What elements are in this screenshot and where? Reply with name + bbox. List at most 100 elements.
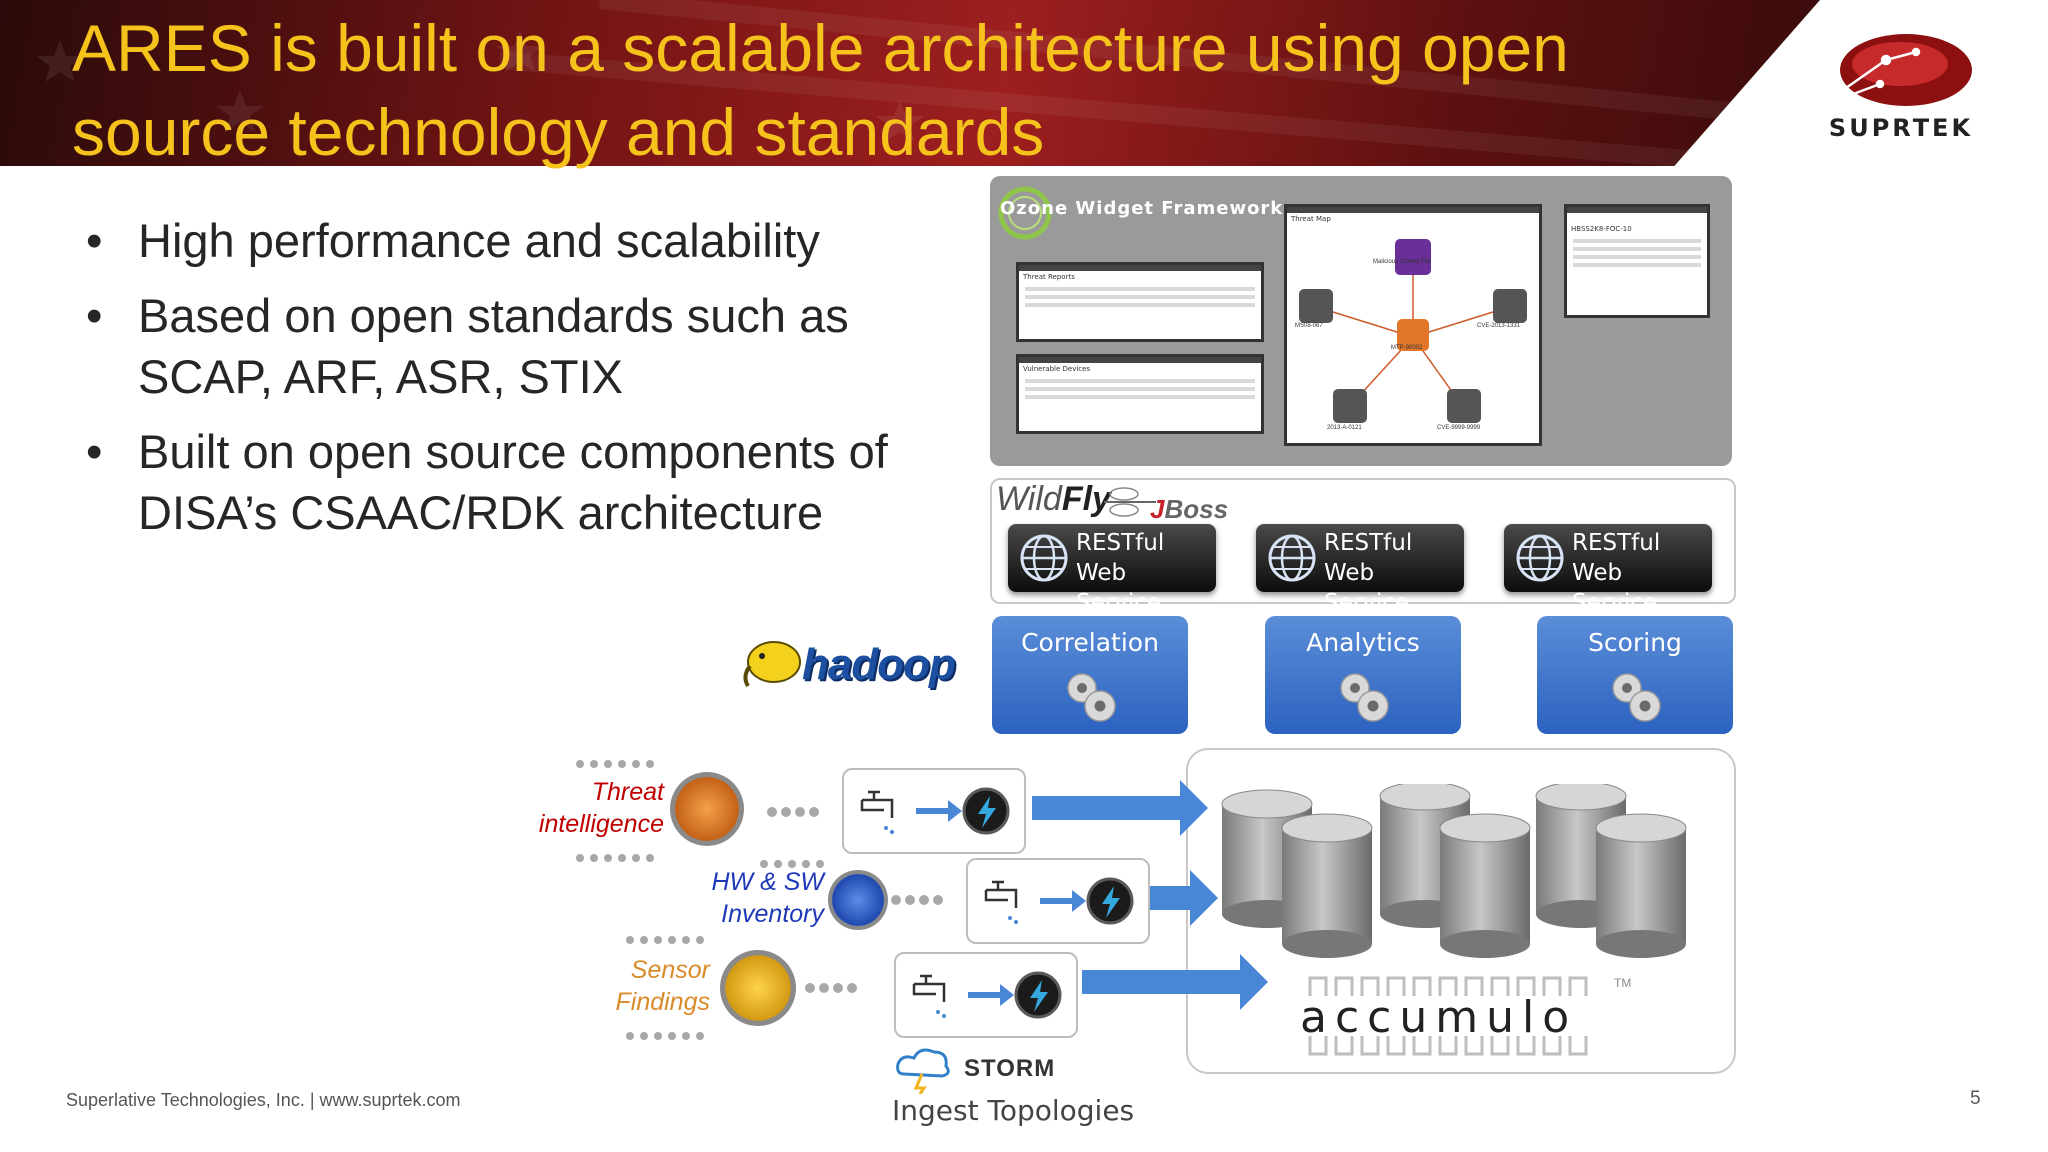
- widget-row: [1573, 255, 1701, 259]
- service-label: Analytics: [1306, 628, 1420, 657]
- globe-icon: [1020, 534, 1068, 582]
- analytics-service: Analytics: [1265, 616, 1461, 734]
- exploit-node-id: 2013-A-0121: [1327, 425, 1362, 431]
- inventory-source-flow: [760, 860, 943, 905]
- jboss-logo-j: J: [1150, 494, 1165, 524]
- gears-icon: [1067, 673, 1116, 722]
- slide-title-line-2: source technology and standards: [72, 95, 1045, 169]
- device-detail-widget: HBSS2K8-FOC-10: [1564, 204, 1710, 318]
- bullet-text: Based on open standards such as SCAP, AR…: [138, 289, 849, 403]
- storm-topology-2: [966, 858, 1150, 944]
- storm-cloud-icon: [896, 1048, 950, 1094]
- wildfly-dragonfly-icon: [1104, 487, 1156, 517]
- restful-label-line-2: Web Service: [1324, 560, 1410, 616]
- threat-source-flow: [576, 760, 819, 862]
- restful-label-line-2: Web Service: [1572, 560, 1658, 616]
- storm-topology-1: [842, 768, 1026, 854]
- bullet-dot-icon: •: [86, 289, 103, 342]
- gears-icon: [1340, 673, 1389, 722]
- wildfly-logo: WildFly: [996, 480, 1111, 519]
- owf-title: Ozone Widget Framework: [1000, 198, 1284, 219]
- flag-stars-decoration: [36, 0, 1820, 166]
- exploit-target-node: [1333, 389, 1367, 423]
- sensor-data-ball-icon: [720, 950, 796, 1026]
- accumulo-frame-decoration: [1308, 976, 1588, 1056]
- spout-to-bolt-icon: [984, 877, 1134, 925]
- ingest-topologies-caption: Ingest Topologies: [892, 1094, 1135, 1127]
- service-label: Scoring: [1588, 628, 1682, 657]
- title-banner-flag: [0, 0, 1820, 166]
- bullet-text: Built on open source components of DISA’…: [138, 425, 888, 539]
- bullet-item: • High performance and scalability: [86, 210, 986, 271]
- threat-reports-widget: Threat Reports: [1016, 262, 1264, 342]
- restful-label-line-1: RESTful: [1572, 530, 1661, 556]
- source-label-line: Inventory: [721, 900, 824, 928]
- arrow-icon: [1148, 870, 1218, 926]
- widget-titlebar: [1567, 207, 1707, 213]
- widget-row: [1025, 387, 1255, 391]
- database-icon: [1595, 813, 1687, 958]
- accumulo-logo-text: accumulo: [1300, 992, 1578, 1043]
- source-label-line: Findings: [615, 988, 711, 1016]
- widget-row: [1573, 239, 1701, 243]
- ttp-node-label: Malicious Crafted File: [1373, 259, 1431, 265]
- service-label: Correlation: [1021, 628, 1159, 657]
- globe-icon: [1516, 534, 1564, 582]
- widget-titlebar: [1287, 207, 1539, 213]
- widget-title: Threat Map: [1291, 215, 1331, 223]
- slide-title-line-1: ARES is built on a scalable architecture…: [72, 11, 1569, 85]
- database-icon: [1439, 813, 1531, 958]
- widget-row: [1025, 395, 1255, 399]
- bullet-item: • Based on open standards such as SCAP, A…: [86, 285, 986, 407]
- widget-row: [1025, 287, 1255, 291]
- restful-label-line-1: RESTful: [1076, 530, 1165, 556]
- exploit-target-node: [1447, 389, 1481, 423]
- database-icon: [1281, 813, 1373, 958]
- gears-icon: [1612, 673, 1661, 722]
- accumulo-trademark: TM: [1614, 976, 1632, 990]
- globe-icon: [1268, 534, 1316, 582]
- threat-data-ball-icon: [670, 772, 744, 846]
- owf-ring-icon: [998, 186, 1052, 240]
- footer-text: Superlative Technologies, Inc. | www.sup…: [66, 1090, 461, 1110]
- suprtek-logo-text: SUPRTEK: [1828, 114, 1974, 142]
- widget-title: Vulnerable Devices: [1023, 365, 1091, 373]
- widget-row: [1025, 379, 1255, 383]
- spout-to-bolt-icon: [860, 787, 1010, 835]
- arrow-icon: [1032, 780, 1208, 836]
- threat-map-widget: Threat Map Malicious Crafted File MTP-90…: [1284, 204, 1542, 446]
- jboss-logo-rest: Boss: [1164, 494, 1229, 524]
- bullet-dot-icon: •: [86, 214, 103, 267]
- wildfly-logo-prefix: Wild: [996, 480, 1062, 518]
- hadoop-logo-text: hadoop: [802, 640, 956, 689]
- bullet-text: High performance and scalability: [138, 214, 820, 267]
- arrow-icon: [1082, 954, 1268, 1010]
- correlation-service: Correlation: [992, 616, 1188, 734]
- exploit-target-node: [1493, 289, 1527, 323]
- widget-titlebar: [1019, 357, 1261, 363]
- exploit-node-id: CVE-2013-1331: [1477, 323, 1521, 329]
- ingest-arrows: [1032, 780, 1268, 1010]
- bullet-item: • Built on open source components of DISA…: [86, 421, 986, 543]
- widget-row: [1573, 247, 1701, 251]
- vulnerable-devices-widget: Vulnerable Devices: [1016, 354, 1264, 434]
- suprtek-logo-icon: [1840, 34, 1972, 106]
- incident-node-id: MTP-90002: [1391, 345, 1423, 351]
- storm-logo-text: STORM: [964, 1055, 1056, 1082]
- restful-label-line-2: Web Service: [1076, 560, 1162, 616]
- threat-map-graph: [1299, 239, 1527, 423]
- database-cluster-icon: [1221, 784, 1687, 958]
- bullet-dot-icon: •: [86, 425, 103, 478]
- ttp-node: [1395, 239, 1431, 275]
- widget-row: [1573, 263, 1701, 267]
- source-label-line: Sensor: [630, 956, 710, 984]
- source-label-line: HW & SW: [711, 868, 825, 896]
- source-label-line: Threat: [591, 778, 664, 806]
